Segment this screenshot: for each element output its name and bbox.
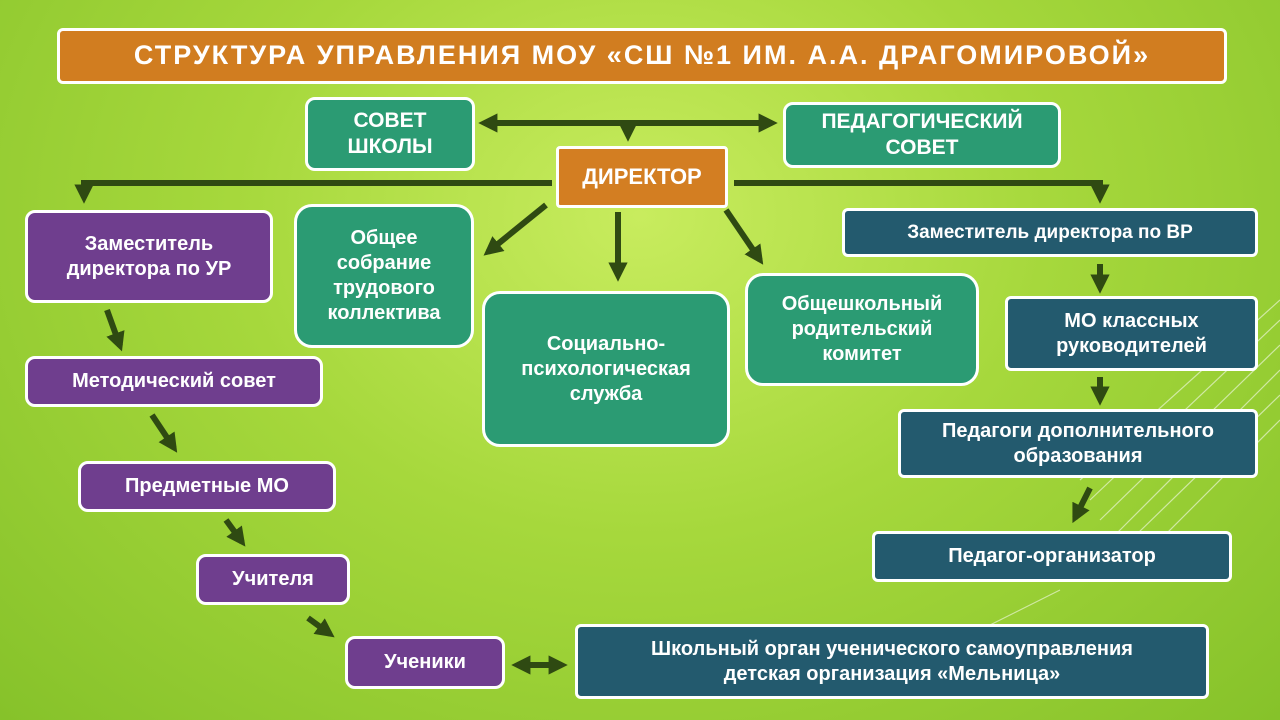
arrow-metod-predmet: [149, 413, 178, 453]
arrow-director-sobranie: [483, 202, 548, 256]
box-zam-vr: Заместитель директора по ВР: [842, 208, 1258, 257]
arrow-director-roditelsky: [723, 208, 764, 265]
box-obshchee-sobranie: Общее собрание трудового коллектива: [294, 204, 474, 348]
arrow-predmet-uchitelya: [223, 518, 246, 547]
arrow-pedagogi-org: [1072, 486, 1093, 524]
arrow-director-zam-vr: [734, 180, 1110, 204]
box-sovet-shkoly: СОВЕТ ШКОЛЫ: [305, 97, 475, 171]
box-roditelsky: Общешкольный родительский комитет: [745, 273, 979, 386]
box-sots-psih: Социально-психологическая служба: [482, 291, 730, 447]
box-predmetnye-mo: Предметные МО: [78, 461, 336, 512]
box-director: ДИРЕКТОР: [556, 146, 728, 208]
samoupravlenie-line1: Школьный орган ученического самоуправлен…: [651, 637, 1133, 660]
arrow-director-zam-ur: [74, 180, 552, 204]
page-title: СТРУКТУРА УПРАВЛЕНИЯ МОУ «СШ №1 ИМ. А.А.…: [57, 28, 1227, 84]
box-uchitelya: Учителя: [196, 554, 350, 605]
box-samoupravlenie: Школьный орган ученического самоуправлен…: [575, 624, 1209, 699]
box-pedagogi-dop: Педагоги дополнительного образования: [898, 409, 1258, 478]
box-mo-klassnyh: МО классных руководителей: [1005, 296, 1258, 371]
samoupravlenie-line2: детская организация «Мельница»: [723, 662, 1061, 685]
arrow-zamur-metod: [104, 308, 125, 352]
box-ucheniki: Ученики: [345, 636, 505, 689]
box-zam-ur: Заместитель директора по УР: [25, 210, 273, 303]
box-metod-sovet: Методический совет: [25, 356, 323, 407]
arrow-uchitelya-ucheniki: [306, 615, 335, 638]
box-ped-sovet: ПЕДАГОГИЧЕСКИЙ СОВЕТ: [783, 102, 1061, 168]
box-pedagog-org: Педагог-организатор: [872, 531, 1232, 582]
